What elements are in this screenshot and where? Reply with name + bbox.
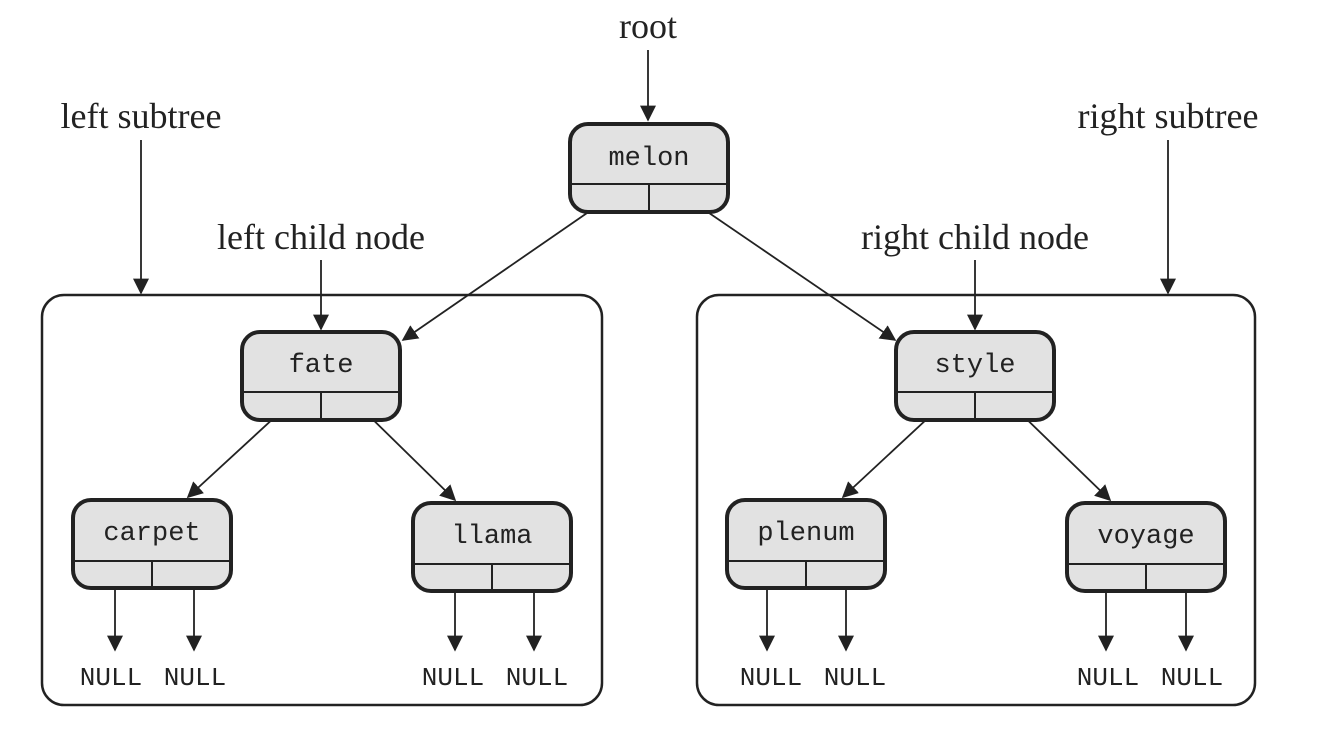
node-fate: fate: [240, 330, 402, 422]
null-label-llama-left: NULL: [422, 663, 484, 693]
node-llama-label: llama: [451, 522, 532, 552]
right-subtree-label: right subtree: [1078, 96, 1259, 136]
left-subtree-box: [40, 293, 604, 707]
null-label-voyage-right: NULL: [1161, 663, 1223, 693]
node-fate-label: fate: [289, 351, 354, 381]
right-subtree-box: [695, 293, 1257, 707]
edge-melon-style: [692, 201, 897, 341]
node-plenum: plenum: [725, 498, 887, 590]
null-label-plenum-left: NULL: [740, 663, 802, 693]
null-label-plenum-right: NULL: [824, 663, 886, 693]
node-llama: llama: [411, 501, 573, 593]
node-plenum-label: plenum: [757, 519, 854, 549]
null-label-carpet-right: NULL: [164, 663, 226, 693]
node-voyage: voyage: [1065, 501, 1227, 593]
edge-melon-fate: [401, 201, 604, 341]
null-label-carpet-left: NULL: [80, 663, 142, 693]
null-label-llama-right: NULL: [506, 663, 568, 693]
left-child-node-label: left child node: [217, 217, 425, 257]
node-carpet-label: carpet: [103, 519, 200, 549]
node-style-label: style: [934, 351, 1015, 381]
node-carpet: carpet: [71, 498, 233, 590]
root-label: root: [619, 6, 677, 46]
null-label-voyage-left: NULL: [1077, 663, 1139, 693]
right-child-node-label: right child node: [861, 217, 1089, 257]
node-voyage-label: voyage: [1097, 522, 1194, 552]
left-subtree-label: left subtree: [61, 96, 222, 136]
node-style: style: [894, 330, 1056, 422]
node-melon-label: melon: [608, 144, 689, 174]
node-melon: melon: [568, 122, 730, 214]
